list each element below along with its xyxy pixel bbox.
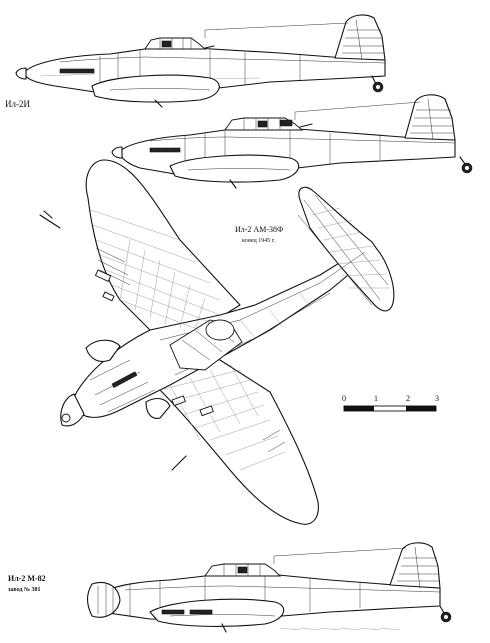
label-plan-view-subtitle: конец 1945 г. bbox=[242, 238, 275, 244]
side-view-il-2i bbox=[15, 14, 386, 108]
scale-bar-segment-2-3 bbox=[406, 406, 436, 411]
scale-tick-3: 3 bbox=[435, 394, 439, 403]
scale-bar-segment-0-1 bbox=[344, 406, 374, 411]
label-top-side-view: Ил-2И bbox=[5, 99, 30, 109]
scale-tick-2: 2 bbox=[406, 394, 410, 403]
scale-tick-1: 1 bbox=[374, 394, 378, 403]
scale-bar: 0 1 2 3 bbox=[342, 394, 439, 412]
side-view-il-2-am-38f bbox=[111, 94, 473, 189]
scale-tick-0: 0 bbox=[342, 394, 346, 403]
label-plan-view-title: Ил-2 АМ-38Ф bbox=[235, 225, 283, 234]
wing-structure-grid-lower bbox=[159, 363, 286, 471]
wing-structure-grid-upper bbox=[90, 209, 221, 331]
label-bottom-side-view-title: Ил-2 М-82 bbox=[8, 574, 46, 583]
plan-view-il-2-am-38f bbox=[39, 159, 395, 525]
side-view-il-2-m-82 bbox=[86, 542, 452, 633]
label-bottom-side-view-subtitle: завод № 381 bbox=[8, 587, 41, 593]
